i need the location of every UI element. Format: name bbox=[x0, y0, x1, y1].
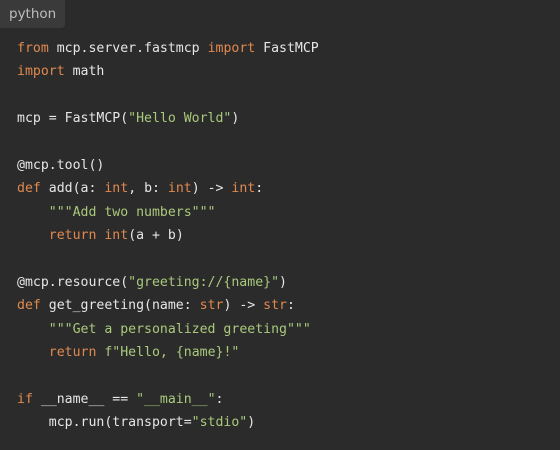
keyword-token: int bbox=[231, 181, 256, 197]
keyword-token: import bbox=[17, 64, 65, 80]
code-token: get_greeting(name: bbox=[40, 298, 200, 314]
code-line: mcp.run(transport="stdio") bbox=[17, 411, 319, 434]
code-token: : bbox=[255, 181, 264, 197]
code-token: add(a: bbox=[40, 181, 105, 197]
code-token: : bbox=[286, 298, 295, 314]
code-line: if __name__ == "__main__": bbox=[17, 388, 319, 411]
string-token: "stdio" bbox=[191, 415, 248, 431]
code-token: math bbox=[64, 64, 105, 80]
string-token: """Add two numbers""" bbox=[48, 204, 216, 220]
code-token: ) bbox=[279, 274, 287, 290]
keyword-token: if bbox=[17, 391, 33, 407]
code-token: @mcp.tool() bbox=[17, 157, 105, 173]
keyword-token: def bbox=[17, 181, 41, 197]
code-token: __name__ == bbox=[32, 391, 137, 407]
code-token: ) -> bbox=[223, 298, 264, 314]
code-token: ) bbox=[247, 415, 256, 431]
code-token: : bbox=[215, 391, 224, 407]
code-line: def add(a: int, b: int) -> int: bbox=[17, 177, 319, 200]
code-token: mcp.server.fastmcp bbox=[48, 41, 208, 56]
keyword-token: def bbox=[17, 298, 41, 314]
code-line bbox=[17, 84, 319, 107]
keyword-token: int bbox=[167, 181, 192, 197]
code-token bbox=[17, 322, 49, 337]
keyword-token: str bbox=[263, 298, 287, 314]
code-line: """Add two numbers""" bbox=[17, 201, 319, 224]
code-line: @mcp.resource("greeting://{name}") bbox=[17, 271, 319, 294]
language-label: python bbox=[0, 0, 66, 28]
code-line: return int(a + b) bbox=[17, 224, 319, 247]
code-token: mcp.run(transport= bbox=[17, 415, 192, 431]
code-token bbox=[17, 228, 49, 243]
keyword-token: import bbox=[207, 41, 256, 56]
code-line: mcp = FastMCP("Hello World") bbox=[17, 107, 319, 130]
string-token: f"Hello, {name}!" bbox=[104, 345, 240, 361]
keyword-token: int bbox=[104, 228, 129, 244]
code-token: mcp = FastMCP( bbox=[17, 111, 129, 127]
code-line: def get_greeting(name: str) -> str: bbox=[17, 294, 319, 317]
code-token bbox=[17, 205, 49, 220]
string-token: "greeting://{name}" bbox=[128, 274, 280, 290]
keyword-token: from bbox=[17, 41, 49, 56]
keyword-token: int bbox=[104, 181, 129, 197]
code-token bbox=[17, 345, 49, 360]
code-line bbox=[17, 248, 319, 271]
code-token: FastMCP bbox=[255, 41, 319, 56]
code-line: return f"Hello, {name}!" bbox=[17, 341, 319, 364]
code-line bbox=[17, 364, 319, 387]
code-token: (a + b) bbox=[128, 228, 184, 244]
code-line: from mcp.server.fastmcp import FastMCP bbox=[17, 37, 319, 60]
keyword-token: return bbox=[48, 345, 97, 361]
code-token: @mcp.resource( bbox=[17, 274, 129, 290]
code-token: ) -> bbox=[191, 181, 232, 197]
string-token: "__main__" bbox=[136, 391, 216, 407]
code-token: ) bbox=[231, 111, 240, 127]
keyword-token: str bbox=[199, 298, 224, 314]
code-line bbox=[17, 131, 319, 154]
keyword-token: return bbox=[48, 228, 97, 244]
string-token: """Get a personalized greeting""" bbox=[48, 321, 311, 337]
string-token: "Hello World" bbox=[128, 111, 232, 127]
code-token: , b: bbox=[128, 181, 168, 197]
code-line: """Get a personalized greeting""" bbox=[17, 318, 319, 341]
code-line: @mcp.tool() bbox=[17, 154, 319, 177]
code-line: import math bbox=[17, 60, 319, 83]
